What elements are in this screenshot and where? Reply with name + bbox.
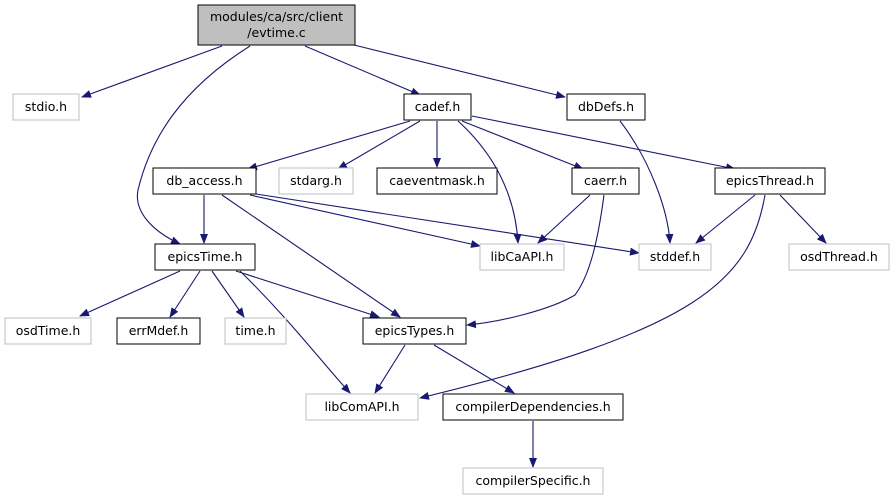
node-stddef-h[interactable]: stddef.h [638, 243, 712, 271]
edge-db_access-to-libcaapi [249, 194, 481, 248]
node-epicsthread-h[interactable]: epicsThread.h [714, 167, 826, 195]
node-epicstypes-label: epicsTypes.h [375, 323, 455, 338]
node-root-label-line1: modules/ca/src/client [210, 9, 343, 24]
node-dbdefs-h[interactable]: dbDefs.h [566, 93, 646, 121]
edge-epicstypes-to-libcomapi [374, 344, 406, 394]
edge-cadef-to-caerr [461, 120, 584, 170]
node-time-h[interactable]: time.h [224, 317, 287, 345]
node-cadef-label: cadef.h [415, 99, 461, 114]
node-epicsthread-label: epicsThread.h [726, 173, 814, 188]
node-caerr-h[interactable]: caerr.h [571, 167, 640, 195]
node-stdarg-h[interactable]: stdarg.h [278, 167, 354, 195]
node-epicstime-label: epicsTime.h [168, 249, 243, 264]
edge-epicstypes-to-compilerdeps [433, 344, 515, 394]
node-osdthread-h[interactable]: osdThread.h [788, 243, 890, 271]
node-db-access-label: db_access.h [166, 173, 242, 188]
node-stdio-label: stdio.h [25, 99, 67, 114]
edge-root-to-stdio [81, 45, 223, 98]
edge-epicstime-to-osdtime [79, 270, 181, 317]
edge-epicsthread-to-stddef [695, 194, 756, 244]
node-time-label: time.h [235, 323, 275, 338]
nodes-layer: modules/ca/src/client /evtime.c stdio.h … [4, 4, 890, 495]
edge-epicstime-to-time [211, 270, 245, 318]
node-db-access-h[interactable]: db_access.h [152, 167, 257, 195]
edge-epicsthread-to-osdthread [779, 194, 827, 244]
node-errmdef-label: errMdef.h [129, 323, 189, 338]
node-epicstypes-h[interactable]: epicsTypes.h [362, 317, 467, 345]
node-root-evtime-c[interactable]: modules/ca/src/client /evtime.c [197, 4, 356, 46]
edge-root-to-dbdefs [349, 43, 566, 99]
node-errmdef-h[interactable]: errMdef.h [116, 317, 201, 345]
node-caerr-label: caerr.h [584, 173, 627, 188]
node-osdtime-label: osdTime.h [16, 323, 81, 338]
edge-epicstime-to-libcomapi [239, 270, 351, 394]
node-stddef-label: stddef.h [650, 249, 700, 264]
edge-cadef-to-db_access [247, 120, 411, 171]
node-compilerspecific-h[interactable]: compilerSpecific.h [462, 467, 604, 495]
edge-root-to-cadef [304, 45, 421, 96]
edge-db_access-to-stddef [255, 193, 640, 256]
edge-cadef-to-libcaapi [457, 120, 522, 244]
edge-caerr-to-libcaapi [537, 194, 591, 244]
edge-cadef-to-epicsthread [471, 115, 736, 172]
node-caeventmask-h[interactable]: caeventmask.h [376, 167, 498, 195]
node-compilerdependencies-label: compilerDependencies.h [455, 399, 610, 414]
edge-epicstime-to-errmdef [169, 270, 201, 318]
edge-epicsthread-to-libcomapi [419, 194, 766, 400]
node-dbdefs-label: dbDefs.h [578, 99, 634, 114]
node-osdtime-h[interactable]: osdTime.h [4, 317, 92, 345]
node-libcaapi-h[interactable]: libCaAPI.h [479, 243, 565, 271]
node-stdio-h[interactable]: stdio.h [12, 93, 80, 121]
node-caeventmask-label: caeventmask.h [389, 173, 485, 188]
edge-caerr-to-epicstypes [466, 194, 605, 329]
node-root-label-line2: /evtime.c [247, 25, 306, 40]
node-libcaapi-label: libCaAPI.h [491, 249, 554, 264]
edges-layer [79, 43, 827, 468]
node-epicstime-h[interactable]: epicsTime.h [154, 243, 256, 271]
edge-db_access-to-epicstypes [221, 194, 401, 318]
node-osdthread-label: osdThread.h [800, 249, 878, 264]
edge-epicstime-to-epicstypes [235, 270, 380, 319]
edge-cadef-to-stdarg [337, 120, 421, 170]
node-compilerspecific-label: compilerSpecific.h [476, 473, 591, 488]
node-libcomapi-h[interactable]: libComAPI.h [305, 393, 419, 421]
edge-dbdefs-to-stddef [619, 120, 674, 244]
node-compilerdependencies-h[interactable]: compilerDependencies.h [442, 393, 624, 421]
node-cadef-h[interactable]: cadef.h [403, 93, 472, 121]
node-libcomapi-label: libComAPI.h [324, 399, 399, 414]
edge-root-to-epicstime [136, 45, 251, 245]
node-stdarg-label: stdarg.h [290, 173, 342, 188]
